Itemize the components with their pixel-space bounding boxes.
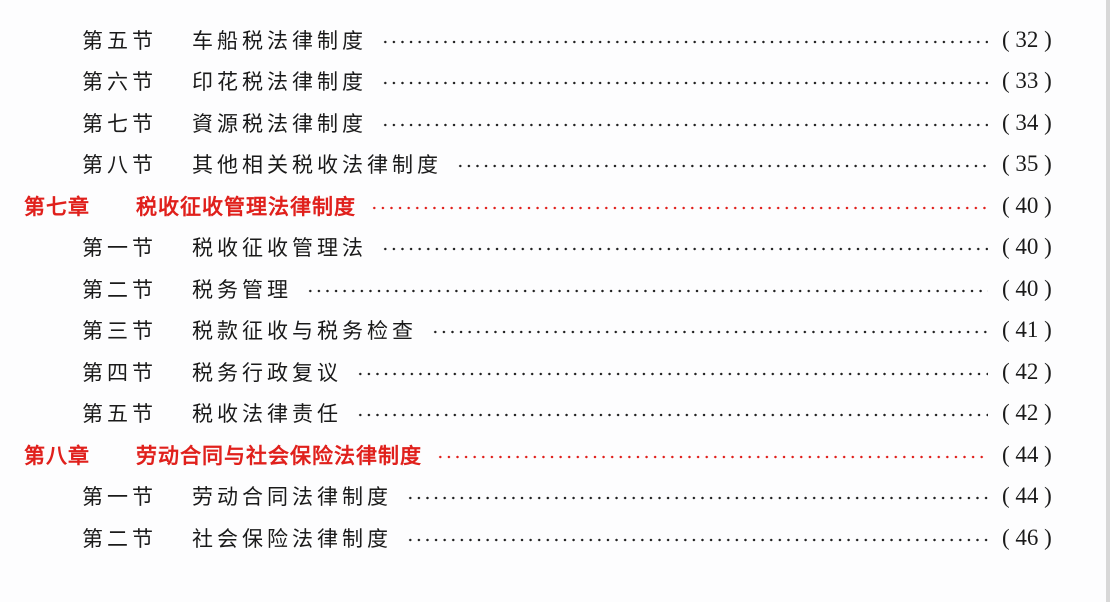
section-number: 第七节 — [82, 112, 157, 136]
page-number: ( 44 ) — [1002, 483, 1052, 508]
section-title: 车船税法律制度 — [192, 29, 367, 53]
section-title: 税务管理 — [192, 278, 292, 302]
dot-leader — [456, 164, 988, 168]
dot-leader — [406, 496, 988, 500]
page-number: ( 41 ) — [1002, 317, 1052, 342]
section-number: 第八节 — [82, 153, 157, 177]
section-number: 第三节 — [82, 319, 157, 343]
page-number: ( 35 ) — [1002, 151, 1052, 176]
dot-leader — [370, 206, 988, 210]
dot-leader — [381, 247, 988, 251]
toc-entry-section[interactable]: 第六节 印花税法律制度 ( 33 ) — [0, 61, 1110, 101]
page-number: ( 34 ) — [1002, 110, 1052, 135]
section-title: 印花税法律制度 — [192, 70, 367, 94]
dot-leader — [306, 289, 988, 293]
section-title: 其他相关税收法律制度 — [192, 153, 442, 177]
dot-leader — [381, 123, 988, 127]
page-number: ( 40 ) — [1002, 234, 1052, 259]
toc-entry-section[interactable]: 第五节 税收法律责任 ( 42 ) — [0, 393, 1110, 433]
dot-leader — [436, 455, 988, 459]
page-number: ( 40 ) — [1002, 193, 1052, 218]
toc-entry-section[interactable]: 第二节 税务管理 ( 40 ) — [0, 269, 1110, 309]
toc-entry-section[interactable]: 第一节 劳动合同法律制度 ( 44 ) — [0, 476, 1110, 516]
dot-leader — [406, 538, 988, 542]
page-number: ( 42 ) — [1002, 400, 1052, 425]
chapter-title: 劳动合同与社会保险法律制度 — [136, 444, 422, 468]
dot-leader — [356, 413, 988, 417]
page-edge — [1106, 0, 1110, 602]
toc-entry-section[interactable]: 第五节 车船税法律制度 ( 32 ) — [0, 20, 1110, 60]
section-number: 第一节 — [82, 236, 157, 260]
page-number: ( 42 ) — [1002, 359, 1052, 384]
section-title: 税收法律责任 — [192, 402, 342, 426]
dot-leader — [381, 40, 988, 44]
toc-entry-section[interactable]: 第一节 税收征收管理法 ( 40 ) — [0, 227, 1110, 267]
section-number: 第五节 — [82, 402, 157, 426]
chapter-title: 税收征收管理法律制度 — [136, 195, 356, 219]
section-number: 第六节 — [82, 70, 157, 94]
page-number: ( 33 ) — [1002, 68, 1052, 93]
toc-entry-section[interactable]: 第七节 資源税法律制度 ( 34 ) — [0, 103, 1110, 143]
section-title: 劳动合同法律制度 — [192, 485, 392, 509]
dot-leader — [381, 81, 988, 85]
toc-entry-chapter[interactable]: 第七章 税收征收管理法律制度 ( 40 ) — [0, 186, 1110, 226]
page-number: ( 44 ) — [1002, 442, 1052, 467]
section-number: 第四节 — [82, 361, 157, 385]
section-title: 社会保险法律制度 — [192, 527, 392, 551]
section-number: 第二节 — [82, 278, 157, 302]
toc-entry-section[interactable]: 第二节 社会保险法律制度 ( 46 ) — [0, 518, 1110, 558]
page-number: ( 32 ) — [1002, 27, 1052, 52]
chapter-number: 第七章 — [24, 195, 90, 219]
section-number: 第一节 — [82, 485, 157, 509]
page-number: ( 46 ) — [1002, 525, 1052, 550]
toc-entry-chapter[interactable]: 第八章 劳动合同与社会保险法律制度 ( 44 ) — [0, 435, 1110, 475]
chapter-number: 第八章 — [24, 444, 90, 468]
toc-entry-section[interactable]: 第三节 税款征收与税务检查 ( 41 ) — [0, 310, 1110, 350]
toc-entry-section[interactable]: 第八节 其他相关税收法律制度 ( 35 ) — [0, 144, 1110, 184]
section-title: 税收征收管理法 — [192, 236, 367, 260]
section-number: 第五节 — [82, 29, 157, 53]
page-number: ( 40 ) — [1002, 276, 1052, 301]
dot-leader — [356, 372, 988, 376]
section-number: 第二节 — [82, 527, 157, 551]
section-title: 税务行政复议 — [192, 361, 342, 385]
dot-leader — [431, 330, 988, 334]
toc-entry-section[interactable]: 第四节 税务行政复议 ( 42 ) — [0, 352, 1110, 392]
section-title: 税款征收与税务检查 — [192, 319, 417, 343]
section-title: 資源税法律制度 — [192, 112, 367, 136]
